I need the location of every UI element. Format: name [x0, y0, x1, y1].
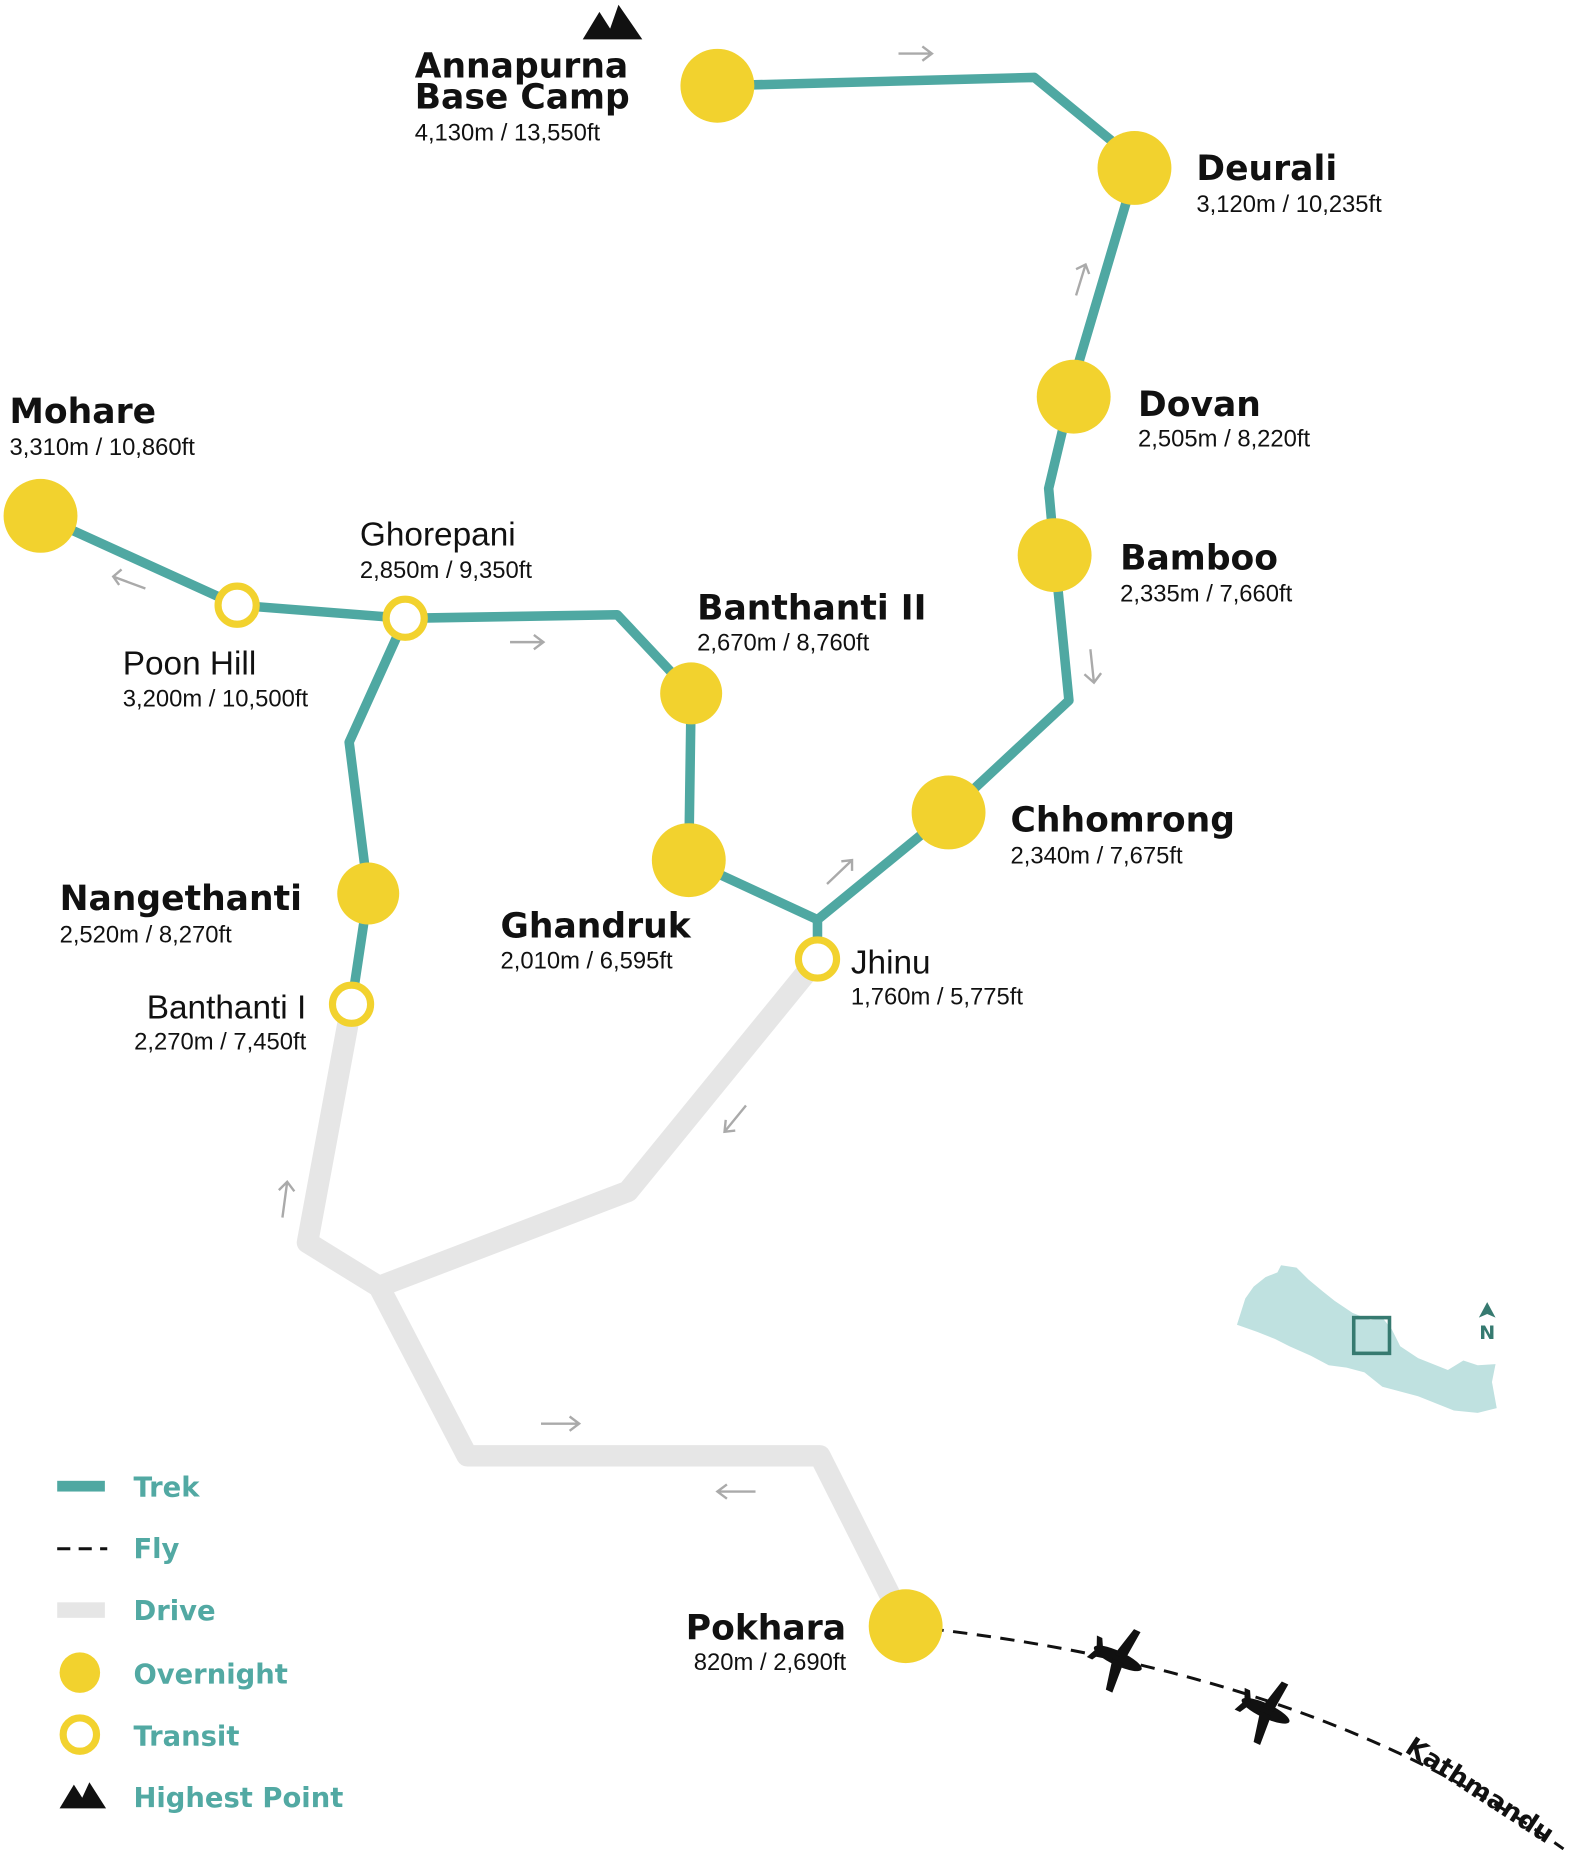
label-nangethanti: Nangethanti [60, 879, 302, 919]
alt-chhomrong: 2,340m / 7,675ft [1011, 843, 1184, 870]
stop-deurali[interactable] [1097, 131, 1172, 205]
alt-abc: 4,130m / 13,550ft [415, 120, 601, 147]
label-ghandruk: Ghandruk [501, 907, 692, 947]
stop-poonhill[interactable] [214, 582, 260, 628]
stop-labels: Annapurna Base Camp 4,130m / 13,550ft De… [10, 46, 1383, 1676]
destination-label: Kathmandu [1400, 1732, 1559, 1850]
direction-arrows [111, 45, 1103, 1500]
stop-ghandruk[interactable] [651, 823, 726, 898]
label-chhomrong: Chhomrong [1011, 801, 1235, 841]
arrow-icon [510, 634, 546, 651]
legend-highest-point: Highest Point [133, 1783, 343, 1814]
arrow-icon [1083, 649, 1103, 685]
trek-routes [38, 72, 1131, 1005]
plane-icon [1234, 1681, 1290, 1746]
stop-banthanti2[interactable] [660, 662, 723, 725]
alt-mohare: 3,310m / 10,860ft [10, 434, 196, 461]
legend-highest-point-icon [59, 1782, 107, 1809]
arrow-icon [898, 45, 934, 62]
legend: Trek Fly Drive Overnight Transit Highest… [57, 1472, 343, 1814]
legend-fly: Fly [133, 1534, 179, 1565]
alt-pokhara: 820m / 2,690ft [694, 1649, 847, 1676]
stop-pokhara[interactable] [868, 1589, 943, 1664]
alt-banthanti2: 2,670m / 8,760ft [697, 629, 870, 656]
stop-jhinu[interactable] [794, 936, 841, 982]
label-abc-line2: Base Camp [415, 77, 630, 117]
arrow-icon [111, 568, 146, 590]
nepal-shape [1236, 1265, 1497, 1413]
trek-route-abc [717, 72, 1118, 147]
stop-bamboo[interactable] [1017, 518, 1092, 593]
label-ghorepani: Ghorepani [360, 517, 516, 554]
legend-transit-swatch [59, 1714, 101, 1755]
alt-banthanti1: 2,270m / 7,450ft [134, 1029, 307, 1056]
alt-poonhill: 3,200m / 10,500ft [123, 685, 309, 712]
alt-dovan: 2,505m / 8,220ft [1138, 426, 1311, 453]
alt-deurali: 3,120m / 10,235ft [1196, 191, 1382, 218]
legend-drive-swatch [57, 1602, 105, 1618]
label-abc-line1: Annapurna [415, 46, 629, 86]
trek-route-ghorepani-banthanti1 [344, 616, 410, 1005]
alt-ghandruk: 2,010m / 6,595ft [501, 948, 674, 975]
legend-drive: Drive [133, 1596, 215, 1627]
legend-trek: Trek [133, 1472, 200, 1503]
highest-point-icon [582, 4, 643, 40]
inset-nepal-map: N [1236, 1265, 1497, 1413]
drive-route-pokhara [369, 1281, 916, 1631]
north-arrow-icon [1478, 1302, 1496, 1318]
arrow-icon [723, 1104, 747, 1134]
stop-chhomrong[interactable] [911, 775, 986, 850]
arrow-icon [1074, 262, 1091, 296]
stop-dovan[interactable] [1036, 359, 1111, 434]
label-deurali: Deurali [1196, 149, 1337, 189]
arrow-icon [278, 1179, 296, 1218]
label-pokhara: Pokhara [686, 1608, 846, 1648]
arrow-icon [541, 1415, 582, 1432]
flight-path [905, 1624, 1565, 1851]
stop-mohare[interactable] [3, 478, 78, 553]
label-banthanti2: Banthanti II [697, 588, 926, 628]
stop-abc[interactable] [680, 48, 755, 123]
alt-jhinu: 1,760m / 5,775ft [851, 983, 1024, 1010]
legend-overnight: Overnight [133, 1659, 287, 1690]
legend-transit: Transit [133, 1721, 239, 1752]
compass-label: N [1479, 1322, 1495, 1344]
stop-nangethanti[interactable] [337, 862, 400, 925]
plane-icon [1086, 1629, 1142, 1693]
alt-nangethanti: 2,520m / 8,270ft [60, 921, 233, 948]
label-dovan: Dovan [1138, 385, 1261, 425]
legend-overnight-swatch [59, 1652, 101, 1693]
stop-ghorepani[interactable] [382, 595, 428, 641]
drive-route-west [296, 952, 826, 1298]
alt-ghorepani: 2,850m / 9,350ft [360, 557, 533, 584]
drive-routes [296, 952, 916, 1631]
label-banthanti1: Banthanti I [147, 990, 307, 1027]
stops [3, 48, 1172, 1664]
label-bamboo: Bamboo [1120, 538, 1278, 578]
stop-banthanti1[interactable] [328, 981, 375, 1027]
trek-area-box [1351, 1315, 1392, 1356]
alt-bamboo: 2,335m / 7,660ft [1120, 581, 1293, 608]
label-poonhill: Poon Hill [123, 645, 257, 682]
arrow-icon [715, 1483, 756, 1500]
arrow-icon [826, 858, 854, 885]
legend-trek-swatch [57, 1480, 105, 1492]
label-jhinu: Jhinu [851, 944, 931, 981]
label-mohare: Mohare [10, 392, 157, 432]
